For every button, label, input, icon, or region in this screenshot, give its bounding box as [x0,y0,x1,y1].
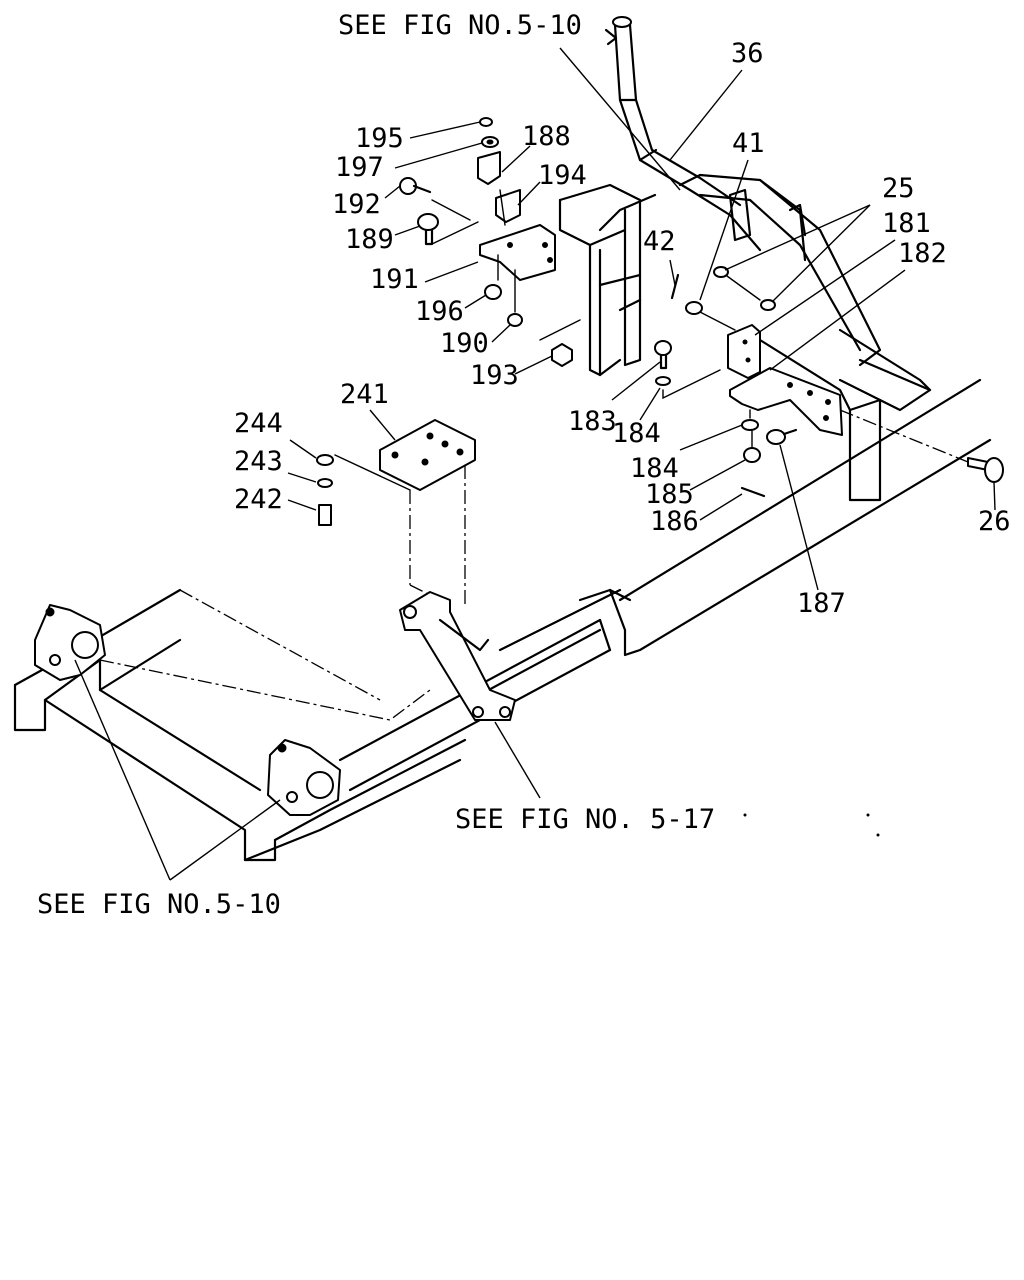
frame-brackets [34,604,341,816]
washer-244-icon [316,454,334,466]
pipe-36 [598,16,762,252]
chassis-frame [13,328,992,862]
pin-186-icon [740,486,766,498]
callout-243: 243 [234,446,283,477]
callout-36: 36 [731,38,764,69]
callout-185: 185 [645,479,694,510]
callout-183: 183 [568,406,617,437]
washer-41-icon [685,301,703,315]
callout-194: 194 [538,160,587,191]
callout-195: 195 [355,123,404,154]
nut-190-icon [507,313,523,327]
bolt-187-icon [766,429,786,445]
callout-186: 186 [650,506,699,537]
callout-193: 193 [470,360,519,391]
nut-193-icon [551,343,573,367]
bolt-189-icon [417,213,439,231]
callout-182: 182 [898,238,947,269]
right-bracket-assembly [685,266,1004,498]
callout-26: 26 [978,506,1011,537]
bolt-183-icon [654,340,672,356]
callout-190: 190 [440,328,489,359]
pin-42-icon [670,273,680,300]
plate-241-icon [379,419,476,491]
washer-243-icon [317,478,333,488]
bolt-242-icon [318,504,332,526]
ref-middle-label: SEE FIG NO. 5-17 [455,804,715,835]
callout-192: 192 [332,189,381,220]
washer-25a-icon [713,266,729,278]
washer-184-lower-icon [741,419,759,431]
callout-242: 242 [234,484,283,515]
bolt-195-icon [479,117,493,127]
callout-189: 189 [345,224,394,255]
callout-196: 196 [415,296,464,327]
callout-244: 244 [234,408,283,439]
washer-184-upper-icon [655,376,671,386]
washer-25b-icon [760,299,776,311]
clip-188-icon [477,151,501,185]
ref-bottom-label: SEE FIG NO.5-10 [37,889,281,920]
callout-41: 41 [732,128,765,159]
callout-197: 197 [335,152,384,183]
body-mount-structure [558,173,882,377]
mount-241-assembly [316,419,516,721]
bracket-194-icon [495,189,521,223]
ref-top-label: SEE FIG NO.5-10 [338,10,582,41]
center-hardware [654,273,721,400]
callout-42: 42 [643,226,676,257]
leader-lines [74,47,996,881]
callout-181: 181 [882,208,931,239]
nut-196-icon [484,284,502,300]
callout-241: 241 [340,379,389,410]
bracket-182-icon [729,367,843,436]
callout-191: 191 [370,264,419,295]
callout-25: 25 [882,173,915,204]
nut-185-icon [743,447,761,463]
callout-184-lower: 184 [630,453,679,484]
callout-184-upper: 184 [612,418,661,449]
upper-bracket-assembly [399,117,581,367]
callout-188: 188 [522,121,571,152]
linkage-arm-icon [399,591,516,721]
bracket-191-icon [479,224,556,281]
bracket-181-icon [727,324,761,379]
callout-187: 187 [797,588,846,619]
